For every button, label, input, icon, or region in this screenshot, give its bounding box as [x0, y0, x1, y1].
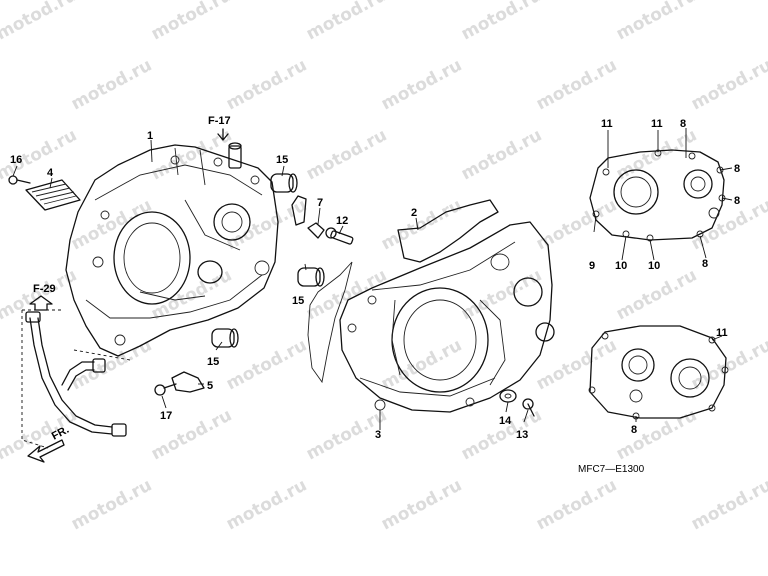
- callout-9[interactable]: 9: [589, 260, 595, 272]
- watermark-text: motod.ru: [688, 55, 768, 114]
- washer-14[interactable]: [499, 389, 517, 403]
- callout-1[interactable]: 1: [147, 130, 153, 142]
- watermark-text: motod.ru: [458, 0, 545, 44]
- callout-8-d[interactable]: 8: [702, 258, 708, 270]
- ref-arrow-f17[interactable]: F-17: [208, 115, 231, 141]
- callout-4[interactable]: 4: [47, 167, 54, 179]
- watermark-text: motod.ru: [303, 125, 390, 184]
- callout-11-a[interactable]: 11: [601, 118, 613, 130]
- dowel-pins[interactable]: [211, 173, 325, 348]
- watermark-text: motod.ru: [223, 335, 310, 394]
- watermark-text: motod.ru: [688, 335, 768, 394]
- crankcase-gasket[interactable]: [307, 261, 353, 384]
- watermark-text: motod.ru: [533, 195, 620, 254]
- watermark-text: motod.ru: [458, 125, 545, 184]
- ref-arrow-f29[interactable]: F-29: [29, 283, 56, 311]
- callout-10-b[interactable]: 10: [648, 260, 660, 272]
- callout-labels: 1 2 3 4 5 7 12 13 14 15 15 15 16 17 11 1…: [10, 118, 740, 441]
- watermark-text: motod.ru: [68, 55, 155, 114]
- callout-11-b[interactable]: 11: [651, 118, 663, 130]
- leader-lines: [12, 128, 733, 430]
- callout-3[interactable]: 3: [375, 429, 381, 441]
- callout-15-middle[interactable]: 15: [292, 295, 304, 307]
- watermark-text: motod.ru: [148, 125, 235, 184]
- crankcase-view-top[interactable]: [589, 149, 726, 242]
- watermark-text: motod.ru: [148, 0, 235, 44]
- watermark-text: motod.ru: [688, 475, 768, 534]
- watermark-text: motod.ru: [378, 55, 465, 114]
- watermark-text: motod.ru: [0, 0, 80, 44]
- guide-bracket[interactable]: [397, 199, 499, 263]
- callout-14[interactable]: 14: [499, 415, 512, 427]
- oil-hose-assembly[interactable]: [25, 311, 127, 437]
- callout-8-e[interactable]: 8: [631, 424, 637, 436]
- callout-15-top[interactable]: 15: [276, 154, 288, 166]
- callout-13[interactable]: 13: [516, 429, 528, 441]
- watermark-text: motod.ru: [303, 0, 390, 44]
- callout-11-c[interactable]: 11: [716, 327, 728, 339]
- callout-10-a[interactable]: 10: [615, 260, 627, 272]
- callout-17[interactable]: 17: [160, 410, 172, 422]
- callout-8-c[interactable]: 8: [734, 195, 740, 207]
- watermark-text: motod.ru: [378, 335, 465, 394]
- watermark-text: motod.ru: [458, 265, 545, 324]
- watermark-text: motod.ru: [613, 405, 700, 464]
- ref-label-f29: F-29: [33, 283, 56, 295]
- bolt-13[interactable]: [522, 398, 535, 417]
- watermark-text: motod.ru: [533, 335, 620, 394]
- oil-strainer-screen[interactable]: [25, 179, 81, 211]
- callout-15-bottom[interactable]: 15: [207, 356, 219, 368]
- ref-label-f17: F-17: [208, 115, 231, 127]
- watermark-text: motod.ru: [688, 195, 768, 254]
- watermark-text: motod.ru: [533, 475, 620, 534]
- callout-12[interactable]: 12: [336, 215, 348, 227]
- watermark-text: motod.ru: [613, 0, 700, 44]
- watermark-text: motod.ru: [613, 265, 700, 324]
- callout-2[interactable]: 2: [411, 207, 417, 219]
- watermark-text: motod.ru: [223, 475, 310, 534]
- callout-7[interactable]: 7: [317, 197, 323, 209]
- right-crankcase[interactable]: [339, 221, 555, 413]
- left-crankcase[interactable]: [65, 142, 279, 357]
- watermark-text: motod.ru: [68, 475, 155, 534]
- callout-8-a[interactable]: 8: [680, 118, 686, 130]
- diagram-code: MFC7—E1300: [578, 464, 645, 475]
- watermark-text: motod.ru: [378, 475, 465, 534]
- watermark-text: motod.ru: [223, 55, 310, 114]
- bolt-17[interactable]: [154, 383, 177, 396]
- callout-8-b[interactable]: 8: [734, 163, 740, 175]
- callout-5[interactable]: 5: [207, 380, 213, 392]
- bolt-12[interactable]: [325, 227, 354, 245]
- plate-5[interactable]: [171, 371, 205, 393]
- watermark-text: motod.ru: [378, 195, 465, 254]
- crankcase-view-bottom[interactable]: [588, 325, 729, 420]
- watermark-text: motod.ru: [533, 55, 620, 114]
- callout-16[interactable]: 16: [10, 154, 22, 166]
- clip-7[interactable]: [307, 222, 325, 239]
- clip-6[interactable]: [291, 195, 307, 226]
